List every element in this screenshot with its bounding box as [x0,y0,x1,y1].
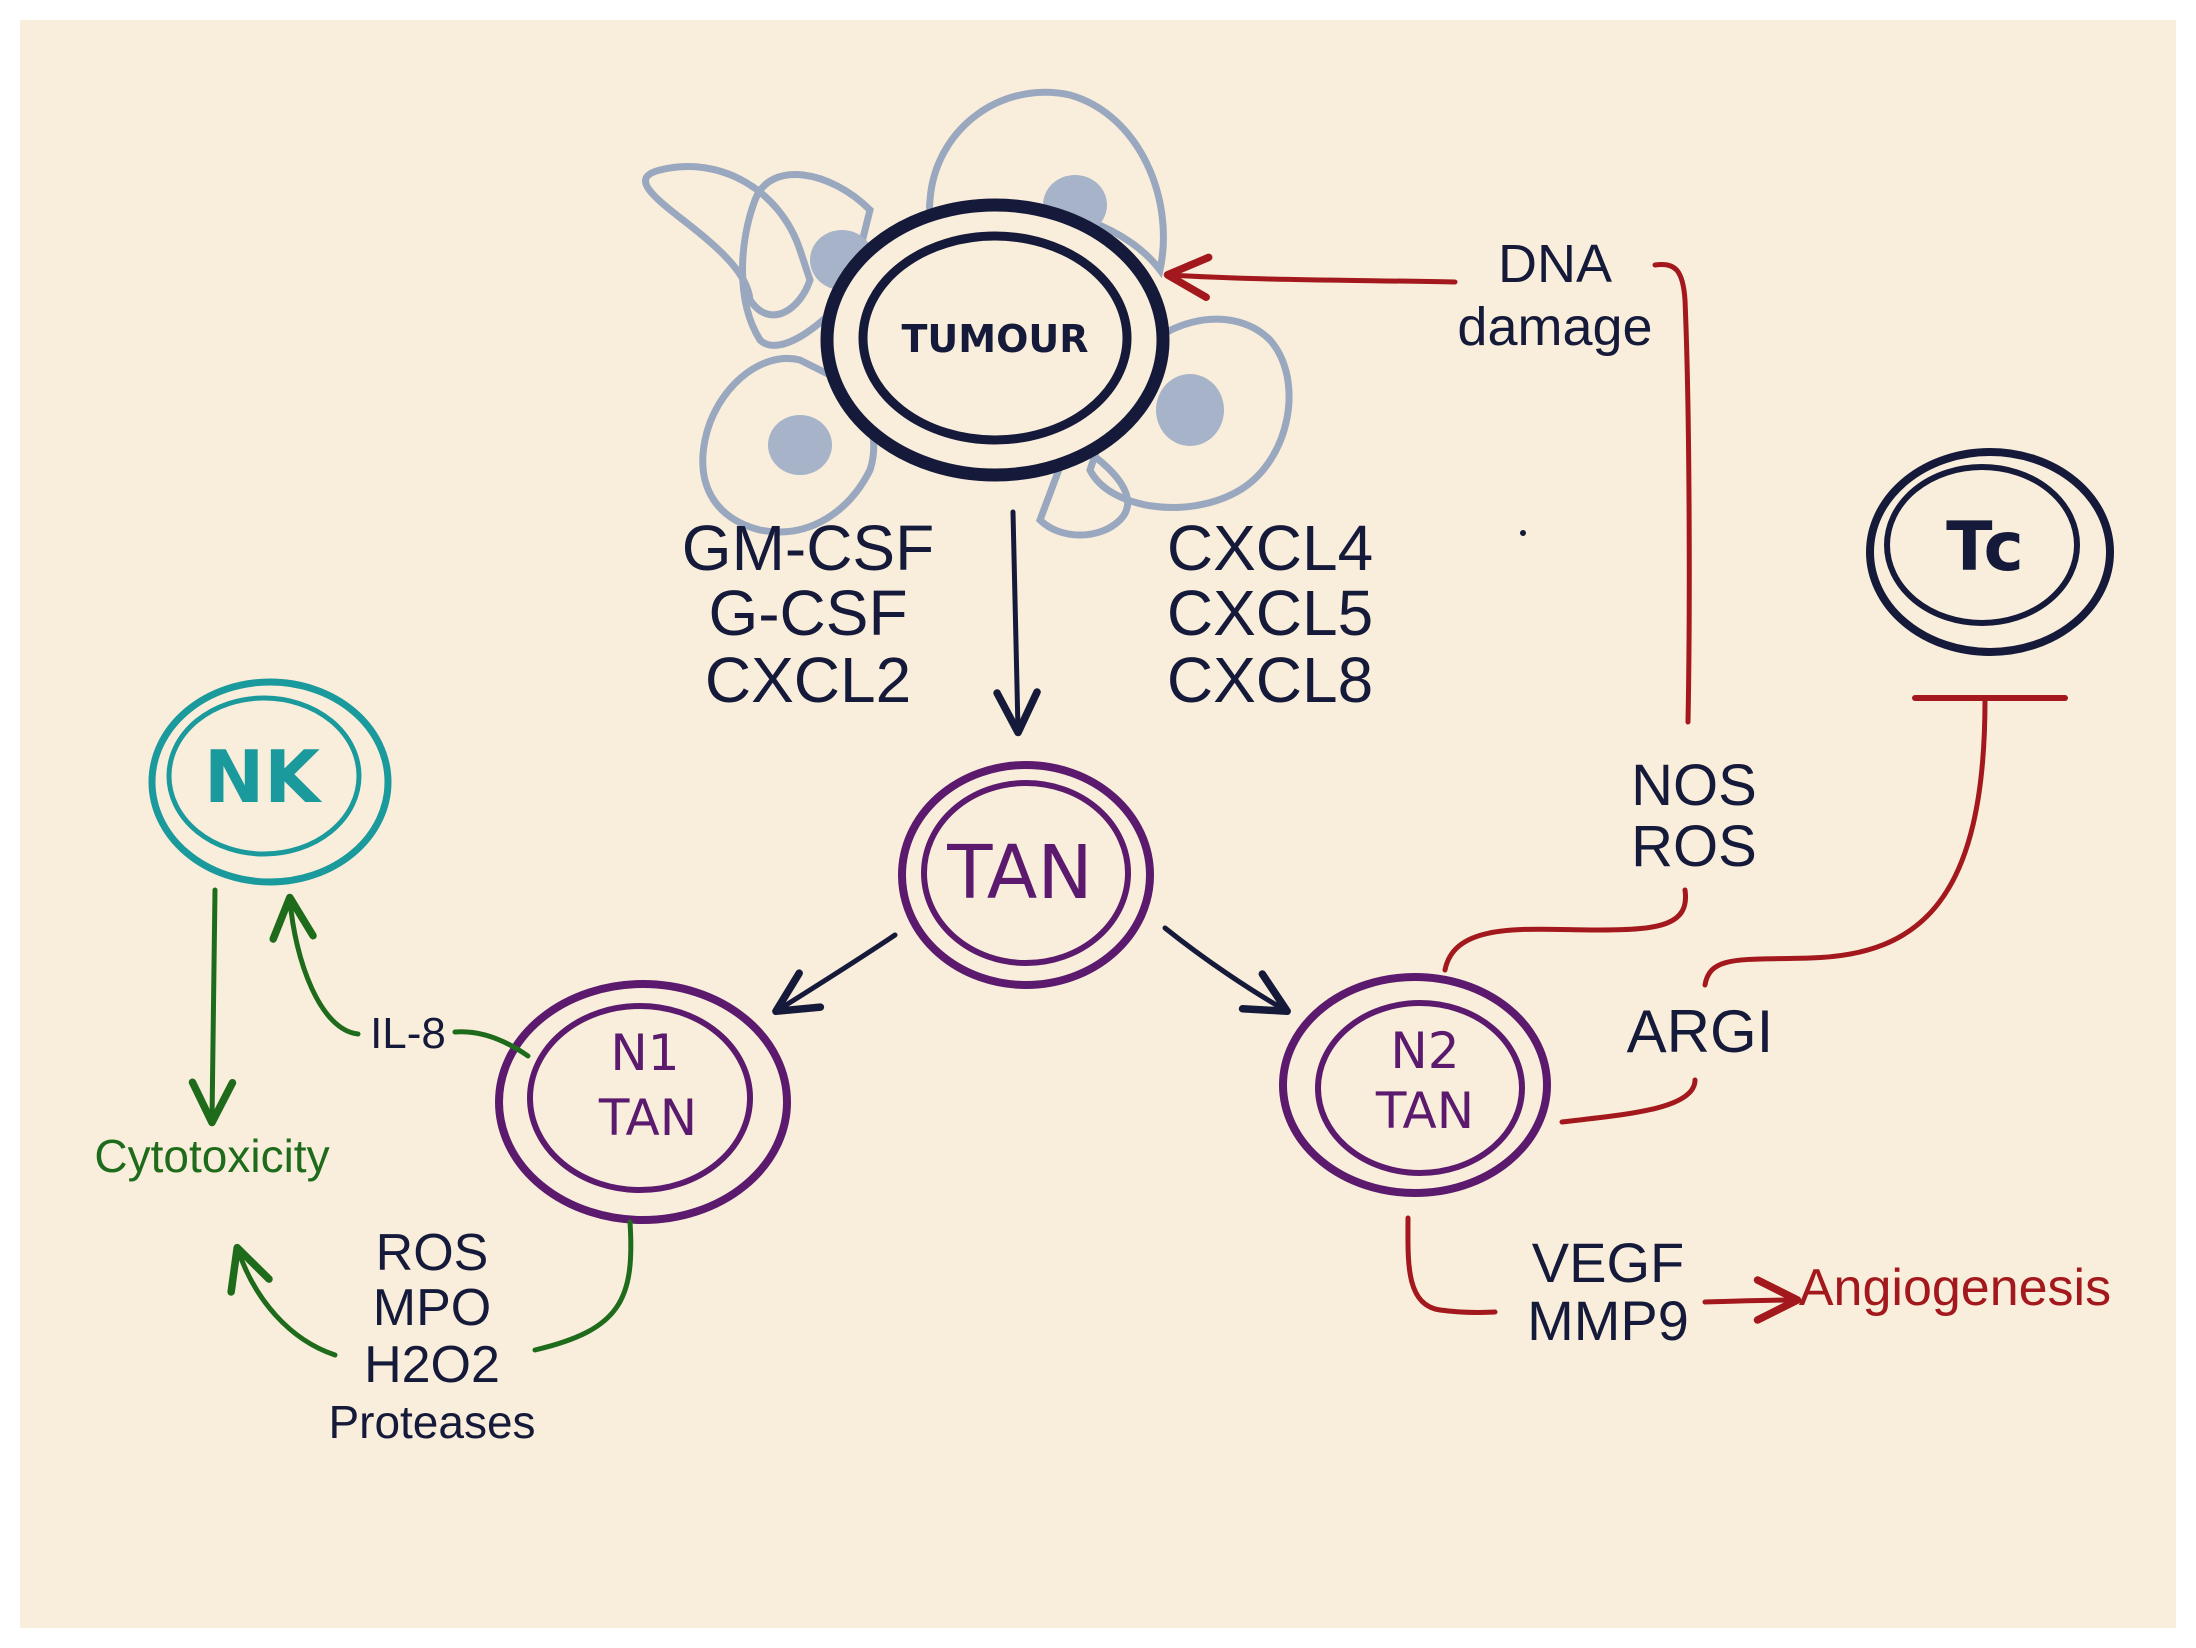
n2-label-line2: TAN [1375,1082,1474,1140]
tc-cell: Tc [1866,448,2114,656]
n1-products-label: ROS MPO H2O2 Proteases [328,1224,535,1448]
arrow-tumour-to-tan [993,509,1041,737]
arrow-tan-to-n2 [1162,925,1291,1015]
right-cytokine: CXCL8 [1167,644,1373,716]
tumour-cell-left-top [739,171,874,349]
dna-damage-line: DNA [1498,234,1612,294]
n2-inner-ring [1315,1000,1525,1176]
nos-ros-line: ROS [1631,814,1757,879]
left-cytokines: GM-CSF G-CSF CXCL2 [682,512,934,716]
tumour-inner-ring [858,231,1132,445]
nos-ros-line-from-n2 [1442,887,1689,973]
cytotoxicity-label: Cytotoxicity [94,1130,329,1182]
tumour-cell-topleft [642,163,814,319]
argi-label: ARGI [1627,998,1774,1065]
n1-products-line [532,1219,634,1353]
stray-dot [1520,530,1526,536]
left-cytokine: GM-CSF [682,512,934,584]
left-cytokine: G-CSF [708,577,907,649]
argi-inhibition-line [1702,697,1988,988]
nos-ros-line: NOS [1631,753,1757,818]
n1-product: Proteases [328,1396,535,1448]
tumour-label: TUMOUR [901,317,1088,361]
nucleus [768,415,832,475]
n2-label-line1: N2 [1390,1022,1459,1080]
tan-outer-ring [898,761,1154,989]
nucleus [1156,374,1224,446]
dna-damage-line: damage [1457,297,1652,357]
right-cytokine: CXCL4 [1167,512,1373,584]
vegf-mmp9-line: MMP9 [1527,1289,1689,1352]
tan-inner-ring [921,780,1131,966]
tc-label: Tc [1946,508,2024,587]
vegf-mmp9-label: VEGF MMP9 [1527,1231,1689,1352]
vegf-line-from-n2 [1405,1215,1498,1315]
n1-product: MPO [373,1279,491,1337]
n1-outer-ring [495,980,791,1224]
n1-label-line2: TAN [598,1089,697,1147]
vegf-mmp9-line: VEGF [1532,1231,1684,1294]
tumour-nuclei [768,175,1224,475]
left-cytokine: CXCL2 [705,644,911,716]
dna-damage-label: DNA damage [1457,234,1652,357]
nk-inner-ring [166,695,362,857]
n2-tan-cell: N2 TAN [1279,973,1551,1197]
right-cytokines: CXCL4 CXCL5 CXCL8 [1167,512,1373,716]
n1-product: H2O2 [364,1336,500,1394]
n1-product: ROS [376,1224,489,1282]
argi-line-from-n2 [1559,1077,1698,1125]
arrow-nk-to-cytotoxicity [188,887,237,1127]
arrow-to-angiogenesis [1702,1276,1802,1324]
nos-ros-label: NOS ROS [1631,753,1757,879]
arrow-il8-to-nk [269,893,361,1037]
tumour-outer-ring [820,198,1170,482]
nos-ros-to-dna-line [1652,261,1692,725]
il8-label: IL-8 [370,1009,446,1058]
tan-label: TAN [946,830,1092,916]
arrow-tan-to-n1 [772,932,898,1016]
nk-outer-ring [148,678,392,886]
nk-cell: NK [148,678,392,886]
n1-tan-cell: N1 TAN [495,980,791,1224]
tan-cell: TAN [898,761,1154,989]
tc-inner-ring [1884,464,2080,626]
nk-label: NK [204,735,322,819]
tumour-cell-right [1086,315,1293,511]
tumour-cell: TUMOUR [820,198,1170,482]
angiogenesis-label: Angiogenesis [1799,1259,2111,1317]
arrow-dna-damage-to-tumour [1163,253,1458,302]
tc-outer-ring [1866,448,2114,656]
il8-line [452,1029,531,1059]
n1-inner-ring [527,1003,753,1193]
right-cytokine: CXCL5 [1167,577,1373,649]
arrow-products-to-cytotoxicity [227,1243,338,1358]
n2-outer-ring [1279,973,1551,1197]
tumour-cell-bottom [1035,434,1132,539]
n1-label-line1: N1 [610,1024,679,1082]
